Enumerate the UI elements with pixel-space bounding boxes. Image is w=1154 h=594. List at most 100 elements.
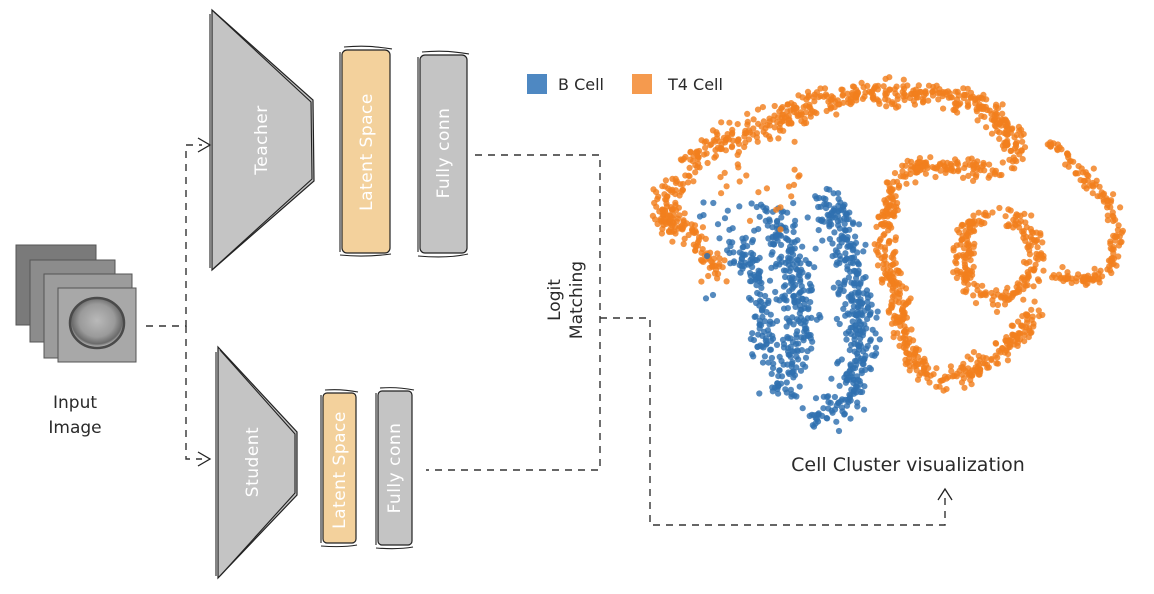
scatter-point bbox=[767, 346, 775, 353]
scatter-point bbox=[876, 336, 883, 343]
scatter-point bbox=[767, 337, 775, 344]
scatter-point bbox=[814, 411, 821, 418]
scatter-point bbox=[1021, 338, 1028, 345]
scatter-point bbox=[992, 340, 999, 347]
scatter-point bbox=[1034, 276, 1042, 283]
scatter-point bbox=[813, 316, 821, 323]
scatter-point bbox=[803, 96, 810, 103]
scatter-point bbox=[983, 124, 990, 131]
scatter-point bbox=[1104, 204, 1111, 211]
scatter-point bbox=[798, 118, 805, 125]
scatter-point bbox=[1108, 269, 1115, 277]
scatter-point bbox=[820, 405, 827, 412]
scatter-point bbox=[860, 248, 867, 255]
scatter-point bbox=[798, 111, 805, 118]
scatter-point bbox=[1013, 158, 1020, 165]
scatter-point bbox=[1030, 283, 1037, 290]
scatter-point bbox=[960, 375, 968, 382]
scatter-point bbox=[839, 86, 846, 93]
scatter-point bbox=[797, 288, 805, 295]
scatter-point bbox=[716, 263, 723, 270]
scatter-point bbox=[899, 306, 906, 313]
scatter-point bbox=[845, 274, 853, 281]
scatter-point bbox=[790, 374, 797, 381]
student-label: Student bbox=[243, 427, 263, 497]
scatter-point bbox=[868, 89, 875, 97]
scatter-point bbox=[894, 92, 901, 99]
scatter-point bbox=[828, 375, 835, 382]
scatter-point bbox=[781, 296, 788, 303]
scatter-point bbox=[883, 179, 890, 186]
scatter-point bbox=[653, 203, 660, 210]
scatter-point bbox=[831, 205, 838, 212]
scatter-point bbox=[734, 151, 741, 158]
scatter-point bbox=[703, 138, 710, 145]
scatter-point bbox=[827, 399, 834, 406]
scatter-point bbox=[851, 387, 858, 394]
scatter-point bbox=[690, 178, 697, 185]
scatter-point bbox=[700, 199, 707, 206]
scatter-point bbox=[785, 348, 792, 355]
cluster-arrowhead bbox=[937, 487, 953, 501]
scatter-point bbox=[724, 207, 731, 214]
scatter-point bbox=[872, 330, 879, 337]
scatter-point bbox=[1113, 233, 1120, 240]
scatter-point bbox=[1008, 294, 1016, 301]
scatter-point bbox=[883, 90, 891, 97]
scatter-point bbox=[950, 168, 957, 175]
scatter-point bbox=[827, 105, 834, 112]
scatter-point bbox=[844, 234, 851, 241]
scatter-point bbox=[912, 86, 919, 93]
scatter-point bbox=[966, 270, 973, 277]
scatter-point bbox=[1039, 239, 1046, 246]
to-cluster-connector bbox=[600, 317, 946, 526]
scatter-point bbox=[975, 103, 982, 110]
scatter-point bbox=[961, 164, 968, 172]
scatter-point bbox=[821, 218, 828, 225]
scatter-point bbox=[765, 297, 772, 304]
scatter-point bbox=[972, 95, 979, 102]
scatter-point bbox=[784, 305, 792, 312]
legend-label-t4-cell: T4 Cell bbox=[667, 75, 723, 94]
scatter-point bbox=[755, 274, 763, 281]
scatter-point bbox=[962, 227, 969, 234]
scatter-point bbox=[797, 367, 805, 374]
scatter-point bbox=[873, 247, 880, 254]
scatter-point bbox=[704, 159, 711, 167]
scatter-point bbox=[710, 262, 717, 269]
scatter-point bbox=[777, 204, 784, 211]
teacher-fc-label: Fully conn bbox=[434, 108, 454, 199]
scatter-point bbox=[669, 189, 676, 196]
scatter-point bbox=[718, 119, 725, 126]
scatter-point bbox=[702, 235, 709, 242]
scatter-point bbox=[754, 106, 762, 113]
scatter-point bbox=[906, 367, 913, 374]
scatter-point bbox=[1003, 122, 1010, 129]
student-latent-label: Latent Space bbox=[330, 411, 350, 529]
scatter-point bbox=[729, 126, 736, 133]
scatter-point bbox=[828, 221, 835, 228]
scatter-point bbox=[780, 283, 788, 290]
scatter-point bbox=[762, 335, 770, 342]
scatter-point bbox=[840, 305, 847, 312]
scatter-point bbox=[716, 235, 723, 242]
scatter-point bbox=[944, 166, 951, 173]
scatter-point bbox=[755, 120, 762, 127]
scatter-point bbox=[789, 359, 796, 366]
scatter-point bbox=[724, 247, 731, 254]
scatter-point bbox=[831, 393, 839, 401]
scatter-point bbox=[867, 366, 875, 373]
scatter-point bbox=[752, 313, 759, 320]
scatter-point bbox=[769, 388, 776, 395]
scatter-point bbox=[1003, 139, 1010, 146]
scatter-point bbox=[963, 275, 971, 282]
scatter-point bbox=[925, 82, 933, 89]
scatter-point bbox=[953, 370, 961, 377]
scatter-point bbox=[841, 279, 848, 286]
scatter-point bbox=[1005, 223, 1012, 230]
scatter-point bbox=[874, 86, 882, 93]
scatter-point bbox=[889, 270, 896, 277]
scatter-point bbox=[692, 247, 699, 254]
scatter-point bbox=[885, 309, 893, 316]
scatter-point bbox=[1099, 273, 1106, 280]
